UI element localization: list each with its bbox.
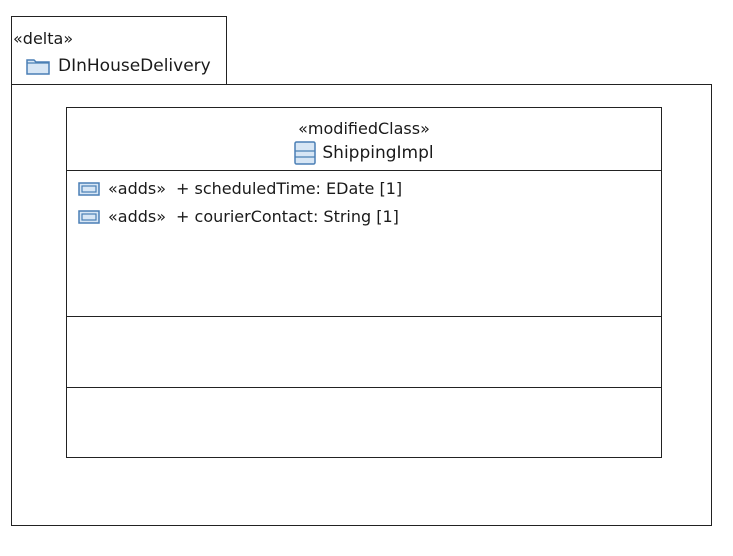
class-header: «modifiedClass» ShippingImpl [67,108,661,171]
nested-classifiers-compartment[interactable] [67,388,661,456]
attribute-row[interactable]: «adds» + scheduledTime: EDate [1] [78,179,402,198]
attribute-stereotype: «adds» [108,179,167,198]
attribute-row[interactable]: «adds» + courierContact: String [1] [78,207,399,226]
attribute-stereotype: «adds» [108,207,167,226]
attribute-icon [78,181,100,196]
attribute-text: + courierContact: String [1] [176,207,399,226]
package-name: DInHouseDelivery [58,56,211,76]
class-box[interactable]: «modifiedClass» ShippingImpl «adds» + sc… [66,107,662,458]
attribute-text: + scheduledTime: EDate [1] [176,179,403,198]
class-label[interactable]: ShippingImpl [67,141,661,165]
class-stereotype: «modifiedClass» [298,119,430,138]
operations-compartment[interactable] [67,317,661,388]
folder-icon [26,59,50,75]
attribute-icon [78,209,100,224]
package-label[interactable]: DInHouseDelivery [26,56,211,76]
attributes-compartment: «adds» + scheduledTime: EDate [1] «adds»… [67,171,661,317]
class-name: ShippingImpl [322,143,434,163]
class-icon [294,141,317,165]
package-stereotype: «delta» [13,29,74,48]
